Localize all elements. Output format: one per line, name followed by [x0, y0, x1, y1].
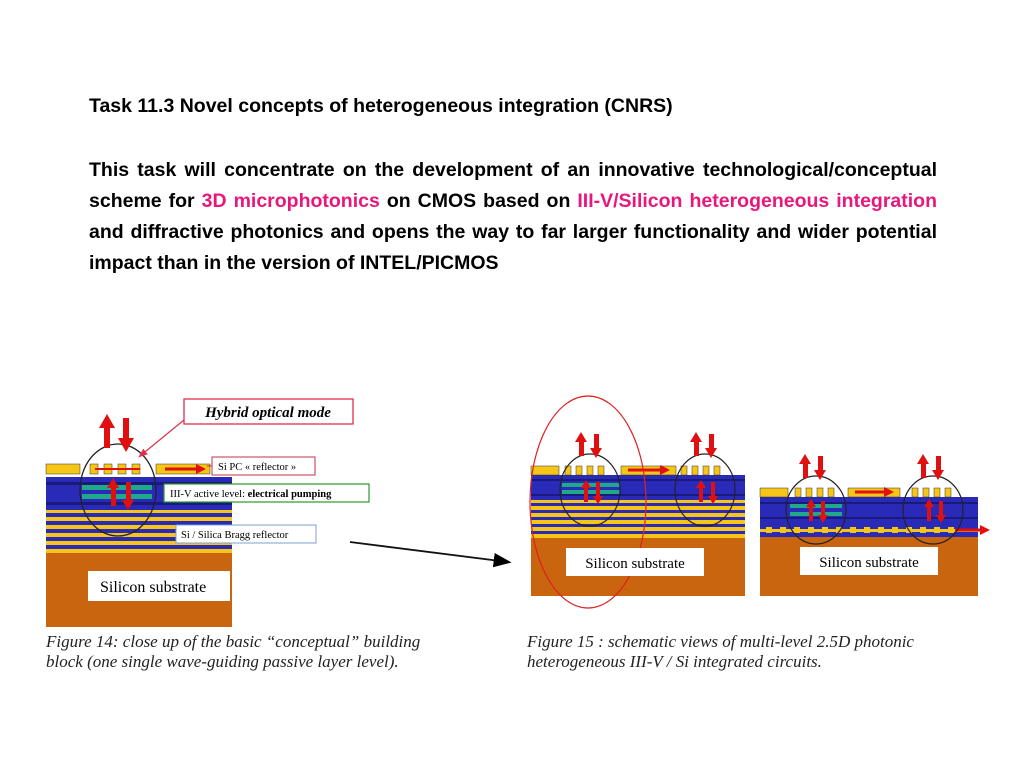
hybrid-mode-callout-text: Hybrid optical mode	[204, 405, 331, 421]
label-active-prefix: III-V active level:	[170, 489, 248, 500]
figure-15-left: Silicon substrate	[529, 395, 745, 609]
label-box-active	[163, 483, 370, 503]
figure-14-caption-line-2: block (one single wave-guiding passive l…	[46, 652, 399, 671]
figure-14: Hybrid optical mode Si PC « reflector » …	[45, 398, 370, 627]
hybrid-mode-callout-box	[183, 398, 354, 425]
figure-15-caption: Figure 15 : schematic views of multi-lev…	[527, 632, 914, 672]
figure-14-caption-line-1: Figure 14: close up of the basic “concep…	[46, 632, 421, 651]
fig14-mode-ellipse	[79, 443, 157, 537]
fig14-substrate-label: Silicon substrate	[100, 579, 206, 596]
fig15-right-substrate-label: Silicon substrate	[819, 555, 919, 571]
label-active-level: III-V active level: electrical pumping	[170, 489, 332, 500]
fig15-left-substrate-label: Silicon substrate	[585, 556, 685, 572]
fig14-si-pc-left	[45, 463, 81, 475]
fig14-emission-arrows	[99, 414, 134, 452]
desc-part-1: This task will concentrate on the develo…	[89, 159, 937, 212]
desc-part-3: and diffractive photonics and opens the …	[89, 221, 937, 274]
task-heading: Task 11.3 Novel concepts of heterogeneou…	[89, 95, 673, 117]
label-bragg: Si / Silica Bragg reflector	[181, 530, 289, 541]
fig14-substrate-label-box	[88, 571, 230, 601]
figure-15-caption-line-1: Figure 15 : schematic views of multi-lev…	[527, 632, 914, 651]
highlight-3d-microphotonics: 3D microphotonics	[201, 190, 380, 212]
connector-arrow	[349, 541, 512, 568]
label-box-bragg	[175, 524, 317, 544]
callout-pointer	[138, 419, 185, 458]
fig15-highlight-ellipse	[529, 395, 647, 609]
highlight-heterogeneous-integration: III-V/Silicon heterogeneous integration	[577, 190, 938, 212]
figure-15-caption-line-2: heterogeneous III-V / Si integrated circ…	[527, 652, 822, 671]
task-description: This task will concentrate on the develo…	[89, 155, 937, 279]
desc-part-2: on CMOS based on	[379, 190, 578, 212]
fig14-pumping-arrows	[107, 478, 134, 510]
figure-15-right: Silicon substrate	[759, 454, 990, 596]
figure-14-caption: Figure 14: close up of the basic “concep…	[46, 632, 420, 672]
label-si-pc: Si PC « reflector »	[218, 462, 296, 473]
label-active-bold: electrical pumping	[248, 489, 332, 500]
